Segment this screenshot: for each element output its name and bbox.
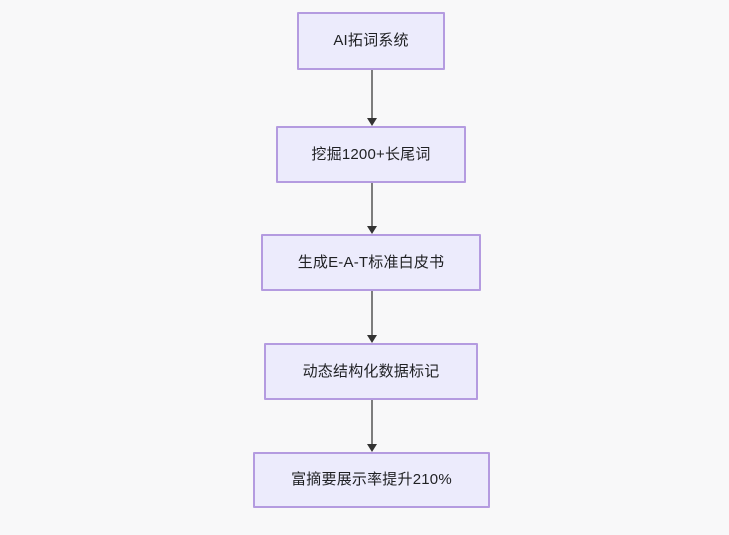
edge-line: [371, 291, 373, 336]
arrowhead-icon: [367, 335, 377, 343]
flow-node-label: 富摘要展示率提升210%: [291, 471, 452, 488]
flow-node-ai-keyword-system[interactable]: AI拓词系统: [297, 12, 445, 70]
flow-node-label: 挖掘1200+长尾词: [311, 145, 431, 163]
flow-node-generate-eat-whitepaper[interactable]: 生成E-A-T标准白皮书: [261, 234, 481, 291]
flow-node-rich-snippet-rate-increase[interactable]: 富摘要展示率提升210%: [253, 452, 490, 508]
edge-line: [371, 183, 373, 227]
edge-line: [371, 70, 373, 119]
flow-node-dynamic-structured-data-markup[interactable]: 动态结构化数据标记: [264, 343, 478, 400]
flow-node-mine-longtail-keywords[interactable]: 挖掘1200+长尾词: [276, 126, 466, 183]
flow-edge: [367, 183, 377, 234]
flow-node-label: 动态结构化数据标记: [302, 362, 440, 380]
flow-node-label: 生成E-A-T标准白皮书: [297, 253, 445, 271]
flow-node-label: AI拓词系统: [333, 32, 409, 49]
flow-edge: [367, 400, 377, 452]
arrowhead-icon: [367, 226, 377, 234]
arrowhead-icon: [367, 444, 377, 452]
flow-edge: [367, 291, 377, 343]
edge-line: [371, 400, 373, 445]
flow-edge: [367, 70, 377, 126]
arrowhead-icon: [367, 118, 377, 126]
